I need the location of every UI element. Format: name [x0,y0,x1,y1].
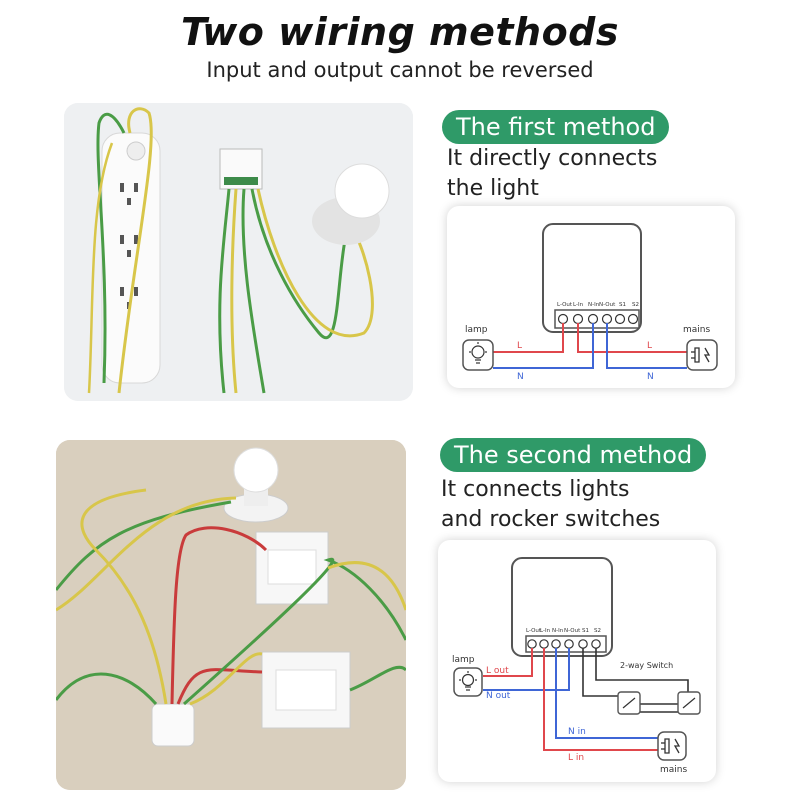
live-wire [543,648,658,751]
neutral-wire [483,648,570,691]
switch-wire [595,648,689,696]
page-title: Two wiring methods [180,10,620,54]
first-method-desc-line1: It directly connects [447,146,658,171]
bulb-icon [469,342,487,364]
second-method-badge: The second method [440,438,707,472]
wire-label-n-left: N [517,372,524,382]
wire-label-l-right: L [647,341,652,351]
terminal-label: S1 [619,302,626,308]
first-method-diagram: L-Out L-In N-In N-Out S1 S2 L L N N lamp… [447,206,735,388]
switch-label: 2-way Switch [620,661,673,670]
second-method-desc-line1: It connects lights [441,477,630,502]
live-wire [577,323,687,353]
terminal-label: S1 [582,628,589,634]
wire-label-n-in: N in [568,727,586,737]
photo-first-method [64,103,413,401]
plug-icon [661,738,681,754]
wire-label-n-out: N out [486,691,511,701]
second-method-description: It connects lights and rocker switches [441,475,741,535]
terminal-labels: L-Out L-In N-In N-Out S1 S2 [557,302,639,308]
mains-label: mains [660,765,687,775]
terminal-label: L-Out [557,302,573,308]
lamp-label: lamp [452,655,475,665]
neutral-wire [493,323,594,369]
switch-wire [582,648,624,697]
terminal-label: N-Out [599,302,616,308]
first-method-desc-line2: the light [447,176,539,201]
plug-icon [691,347,711,363]
live-wire [493,323,564,353]
terminal-label: N-Out [564,628,581,634]
neutral-wire [555,648,658,739]
terminal-label: L-Out [526,628,542,634]
terminal-labels: L-Out L-In N-In N-Out S1 S2 [526,628,601,634]
second-method-desc-line2: and rocker switches [441,507,661,532]
neutral-wire [606,323,687,369]
wire-label-l-out: L out [486,666,509,676]
terminal-label: L-In [540,628,551,634]
photo-second-method [56,440,406,790]
terminal-label: S2 [632,302,639,308]
wire-label-l-left: L [517,341,522,351]
mains-label: mains [683,325,710,335]
terminal-label: N-In [552,628,564,634]
terminal-label: S2 [594,628,601,634]
terminal-label: L-In [573,302,584,308]
first-method-description: It directly connects the light [447,144,747,204]
wire-label-n-right: N [647,372,654,382]
module-body [511,557,613,657]
live-wire [483,648,533,677]
second-method-diagram: L-Out L-In N-In N-Out S1 S2 L out N out … [438,540,716,782]
lamp-label: lamp [465,325,488,335]
terminal-label: N-In [588,302,600,308]
first-method-badge: The first method [442,110,670,144]
page-subtitle: Input and output cannot be reversed [206,58,594,82]
bulb-icon [459,671,477,691]
wire-label-l-in: L in [568,753,584,763]
